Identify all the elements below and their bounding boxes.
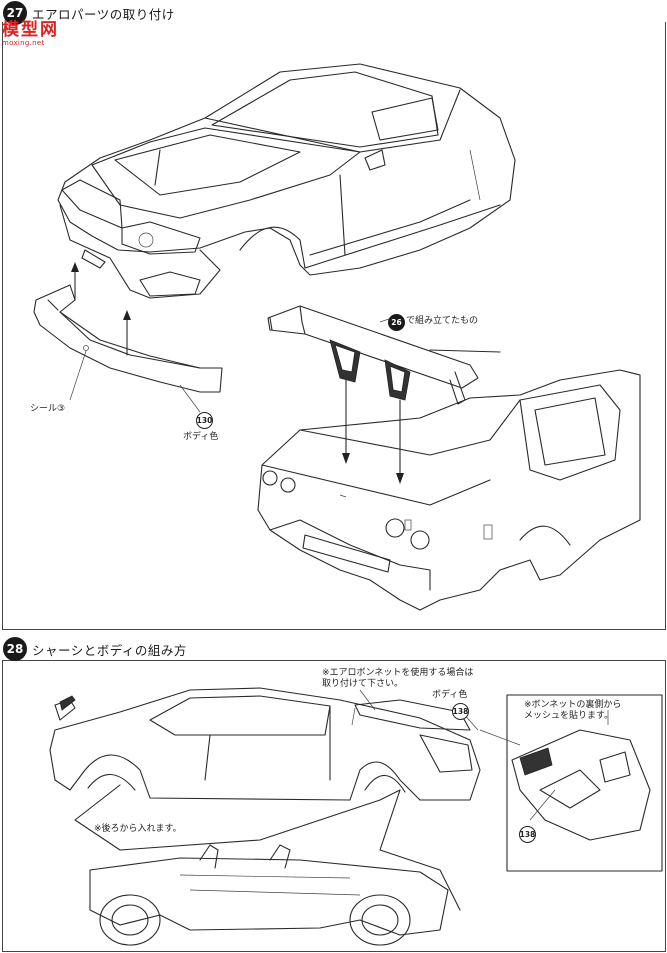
step-28-number: 28 bbox=[3, 637, 27, 661]
decal-label: シール③ bbox=[30, 404, 66, 414]
front-spoiler-drawing bbox=[33, 262, 223, 413]
hood-mesh-inset bbox=[479, 694, 663, 872]
watermark-name: 模型网 bbox=[2, 20, 59, 40]
step-27-panel bbox=[2, 22, 666, 630]
step-27-title: エアロパーツの取り付け bbox=[32, 6, 175, 22]
wing-part-number: 26 bbox=[388, 314, 405, 331]
chassis-drawing bbox=[89, 844, 449, 946]
hood-color: ボディ色 bbox=[432, 690, 468, 700]
rear-wing-drawing bbox=[267, 305, 479, 484]
front-car-drawing bbox=[57, 63, 516, 299]
front-spoiler-color: ボディ色 bbox=[183, 432, 219, 442]
rear-insert-note: ※後ろから入れます。 bbox=[94, 824, 182, 834]
step-27-number: 27 bbox=[3, 1, 27, 25]
aero-hood-note: ※エアロボンネットを使用する場合は 取り付けて下さい。 bbox=[322, 668, 474, 689]
watermark-url: moxing.net bbox=[2, 39, 45, 47]
front-spoiler-part-number: 130 bbox=[196, 412, 213, 429]
rear-car-drawing bbox=[257, 349, 641, 611]
side-body-drawing bbox=[49, 687, 481, 801]
mesh-note: ※ボンネットの裏側から メッシュを貼ります。 bbox=[524, 700, 622, 721]
watermark-logo: 模型网 moxing.net bbox=[2, 20, 59, 48]
step-28-header: 28 シャーシとボディの組み方 bbox=[3, 636, 187, 662]
hood-part-number: 138 bbox=[452, 703, 469, 720]
step-28-panel bbox=[2, 660, 666, 952]
mesh-part-number: 138 bbox=[519, 826, 536, 843]
step-28-title: シャーシとボディの組み方 bbox=[32, 642, 187, 658]
wing-assembly-label: で組み立てたもの bbox=[406, 316, 479, 326]
step-27-header: 27 エアロパーツの取り付け bbox=[3, 0, 175, 26]
